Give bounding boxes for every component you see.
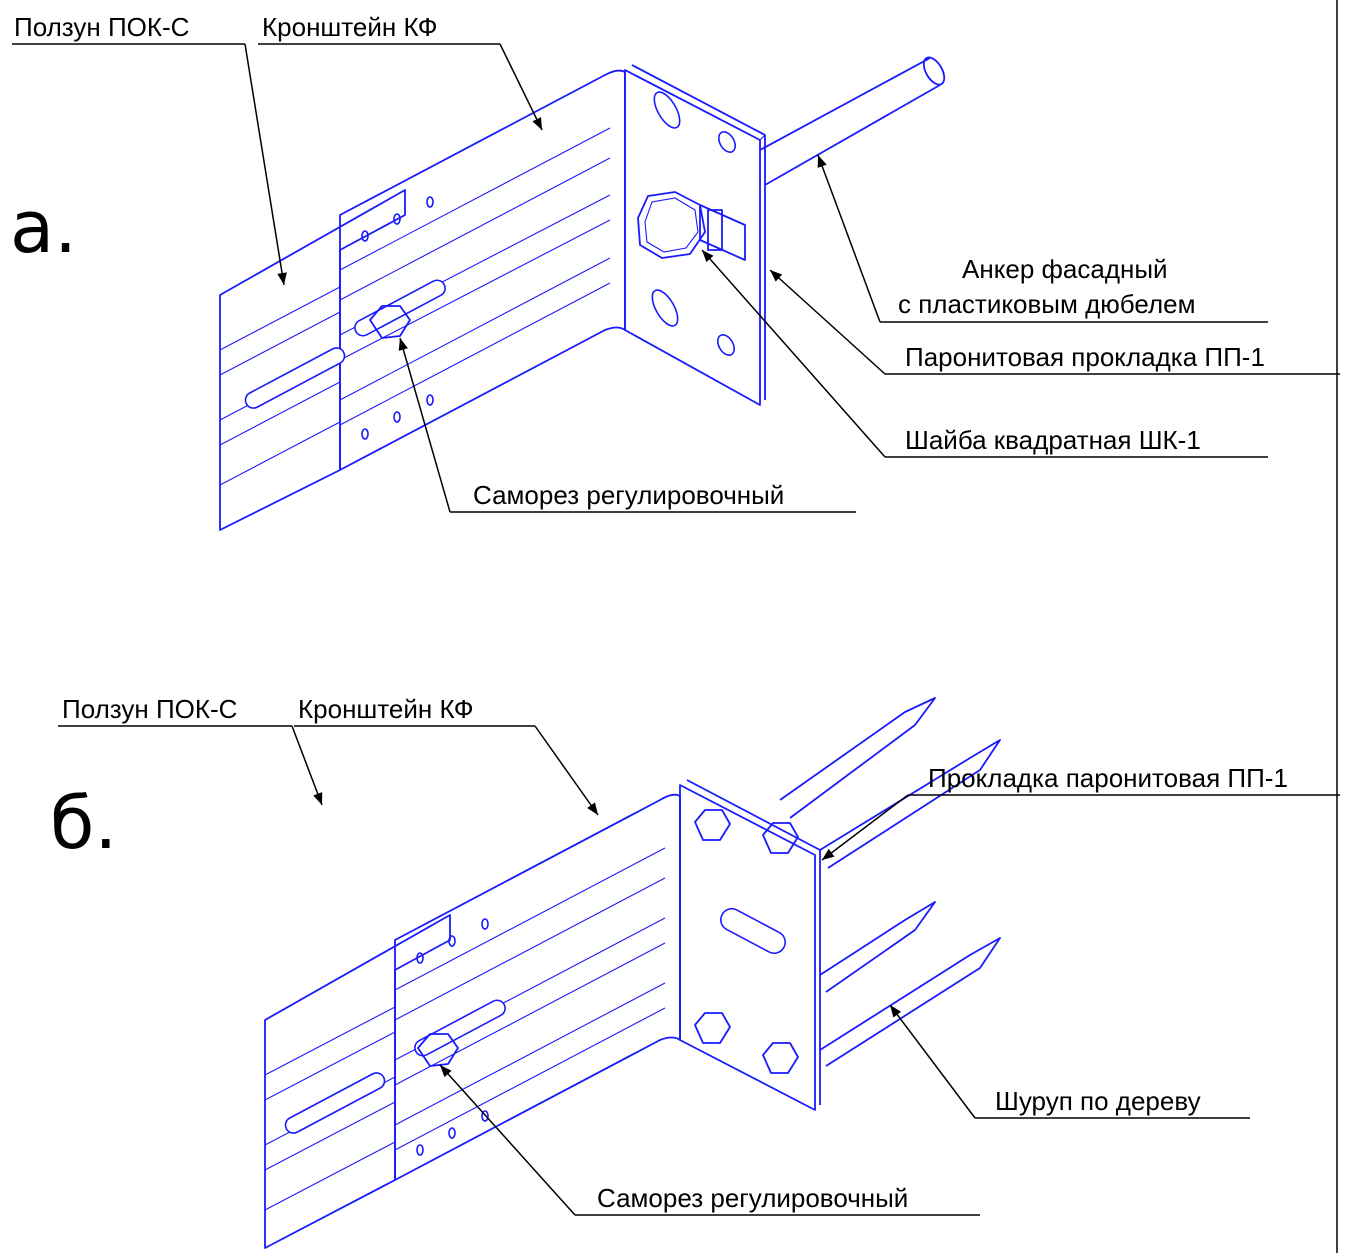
bracket-leg-b: [394, 793, 681, 1181]
bracket-leg-a: [339, 69, 626, 471]
label-screw-b: Саморез регулировочный: [597, 1183, 908, 1213]
section-a: а.: [10, 12, 1340, 531]
section-b: б.: [50, 694, 1340, 1249]
label-slider-a: Ползун ПОК-С: [14, 12, 189, 42]
label-slider-b: Ползун ПОК-С: [62, 694, 237, 724]
label-bracket-a: Кронштейн КФ: [262, 12, 438, 42]
slider-a: [219, 189, 406, 531]
label-gasket-a: Паронитовая прокладка ПП-1: [905, 342, 1265, 372]
label-anchor-a-line2: с пластиковым дюбелем: [898, 289, 1195, 319]
adjusting-screw-b: [417, 1033, 459, 1067]
label-anchor-a-line1: Анкер фасадный: [962, 254, 1168, 284]
label-bracket-b: Кронштейн КФ: [298, 694, 474, 724]
label-screw-a: Саморез регулировочный: [473, 480, 784, 510]
wood-screws: [779, 697, 1001, 1067]
label-gasket-b: Прокладка паронитовая ПП-1: [928, 763, 1288, 793]
section-b-letter: б.: [50, 781, 117, 865]
slider-b: [264, 914, 451, 1249]
bracket-plate-a: [624, 64, 766, 406]
section-a-letter: а.: [10, 185, 77, 269]
hex-bolt-a: [637, 191, 706, 259]
bracket-plate-b: [679, 779, 821, 1111]
label-wood-screw-b: Шуруп по дереву: [995, 1086, 1201, 1116]
adjusting-screw-a: [369, 305, 411, 339]
label-washer-a: Шайба квадратная ШК-1: [905, 425, 1201, 455]
anchor-rod: [759, 56, 946, 186]
